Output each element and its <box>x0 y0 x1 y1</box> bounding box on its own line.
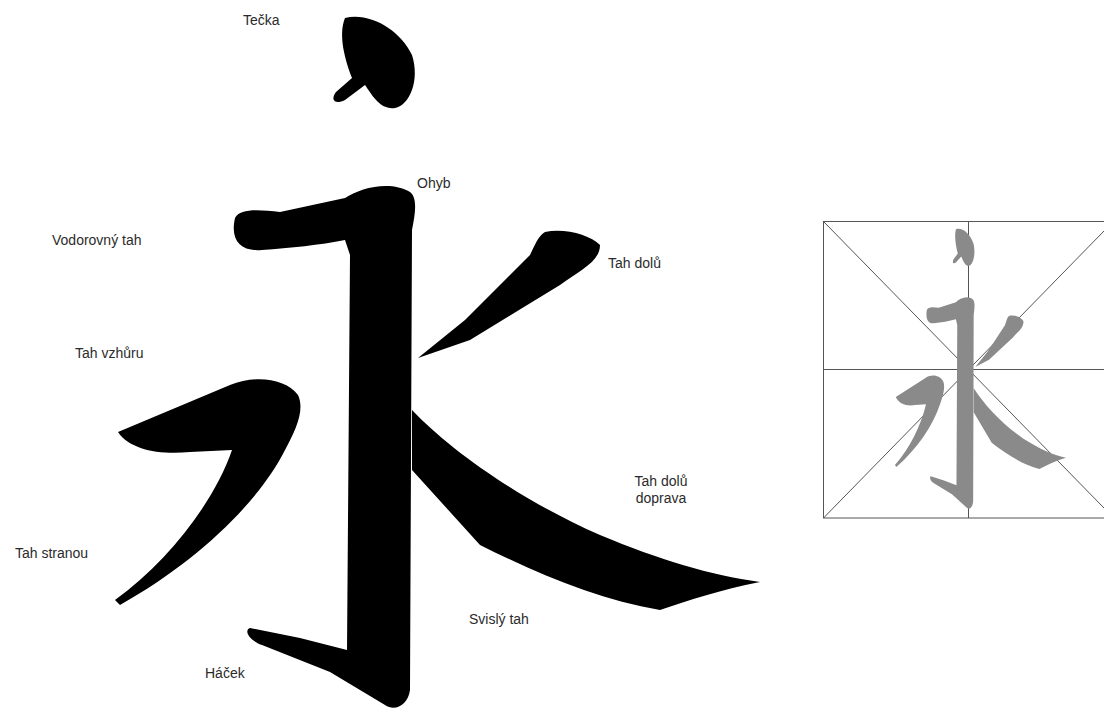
stroke-label: Tah dolů <box>608 255 661 272</box>
stroke-label: Tah dolů doprava <box>622 473 700 507</box>
stroke-label: Tah vzhůru <box>75 345 143 362</box>
small-character <box>895 229 1066 509</box>
stroke-label: Ohyb <box>417 175 450 192</box>
stroke-label: Háček <box>205 665 245 682</box>
grid-frame <box>824 222 1104 519</box>
grid-line <box>824 222 1104 509</box>
stroke-label: Svislý tah <box>469 611 529 628</box>
small-character-group <box>895 229 1066 509</box>
practice-grid <box>824 222 1104 519</box>
stroke-label: Tečka <box>243 12 280 29</box>
large-character <box>115 17 760 708</box>
stroke-label: Tah stranou <box>15 545 88 562</box>
stroke-label: Vodorovný tah <box>52 232 142 249</box>
